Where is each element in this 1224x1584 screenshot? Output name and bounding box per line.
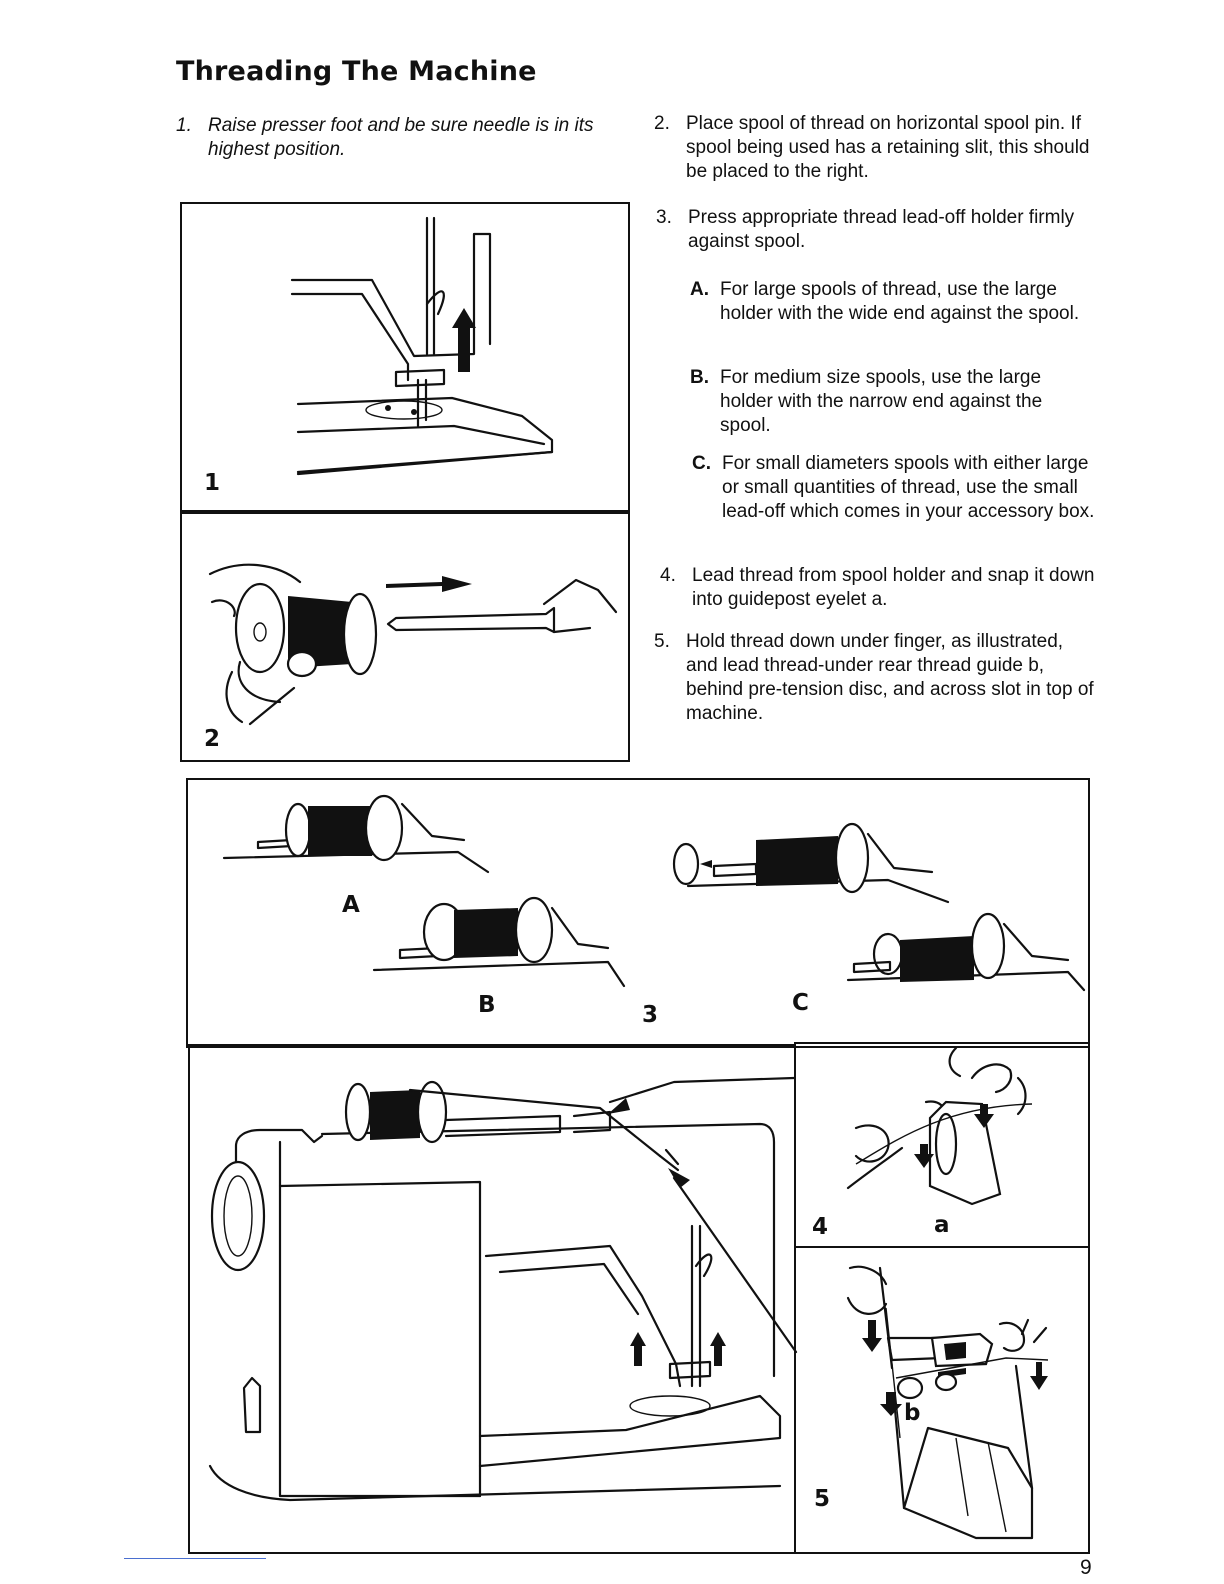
step-3-number: 3.: [656, 207, 672, 228]
figure-1-label: 1: [204, 470, 221, 496]
substep-b: B. For medium size spools, use the large…: [690, 366, 1096, 438]
step-2: 2. Place spool of thread on horizontal s…: [654, 112, 1094, 184]
step-4-text: Lead thread from spool holder and snap i…: [692, 565, 1095, 610]
step-3: 3. Press appropriate thread lead-off hol…: [656, 206, 1096, 254]
substep-c-text: For small diameters spools with either l…: [722, 453, 1095, 522]
thread-lead-off-holders-illustration: [222, 794, 1086, 992]
substep-a-text: For large spools of thread, use the larg…: [720, 279, 1080, 324]
figure-1-frame: 1: [180, 202, 630, 514]
substep-a: A. For large spools of thread, use the l…: [690, 278, 1096, 326]
step-1: 1. Raise presser foot and be sure needle…: [176, 114, 626, 162]
spool-on-pin-illustration: [208, 563, 618, 726]
figure-3-frame: A B 3 C: [186, 778, 1090, 1048]
step-1-number: 1.: [176, 115, 192, 136]
rear-thread-guide-illustration: [846, 1265, 1049, 1540]
step-4-number: 4.: [660, 565, 676, 586]
figure-5-frame: 5 b: [794, 1246, 1090, 1554]
figure-2-frame: 2: [180, 510, 630, 762]
substep-a-letter: A.: [690, 279, 709, 300]
step-4: 4. Lead thread from spool holder and sna…: [660, 564, 1100, 612]
substep-b-text: For medium size spools, use the large ho…: [720, 367, 1043, 436]
step-5-text: Hold thread down under finger, as illust…: [686, 631, 1094, 724]
sewing-machine-threading-path-illustration: [208, 1076, 798, 1502]
substep-c: C. For small diameters spools with eithe…: [692, 452, 1098, 524]
substep-b-letter: B.: [690, 367, 709, 388]
machine-threading-frame: [188, 1044, 798, 1554]
figure-3-label-b: B: [478, 992, 496, 1018]
step-2-number: 2.: [654, 113, 670, 134]
guidepost-eyelet-illustration: [846, 1046, 1033, 1206]
figure-3-label-a: A: [342, 892, 360, 918]
page-title: Threading The Machine: [176, 56, 537, 87]
step-5: 5. Hold thread down under finger, as ill…: [654, 630, 1094, 726]
step-2-text: Place spool of thread on horizontal spoo…: [686, 113, 1090, 182]
figure-5-label: 5: [814, 1486, 831, 1512]
figure-3-label-c: C: [792, 990, 809, 1016]
figure-5-label-b: b: [904, 1400, 921, 1426]
figure-4-label-a: a: [934, 1212, 950, 1238]
figure-4-frame: 4 a: [794, 1042, 1090, 1248]
sewing-machine-needle-illustration: [290, 216, 554, 476]
substep-c-letter: C.: [692, 453, 711, 474]
page-number: 9: [1080, 1556, 1092, 1579]
step-5-number: 5.: [654, 631, 670, 652]
figure-3-label: 3: [642, 1002, 659, 1028]
figure-4-label: 4: [812, 1214, 829, 1240]
step-1-text: Raise presser foot and be sure needle is…: [208, 115, 594, 160]
footer-rule: [124, 1558, 266, 1559]
figure-2-label: 2: [204, 726, 221, 752]
step-3-text: Press appropriate thread lead-off holder…: [688, 207, 1075, 252]
